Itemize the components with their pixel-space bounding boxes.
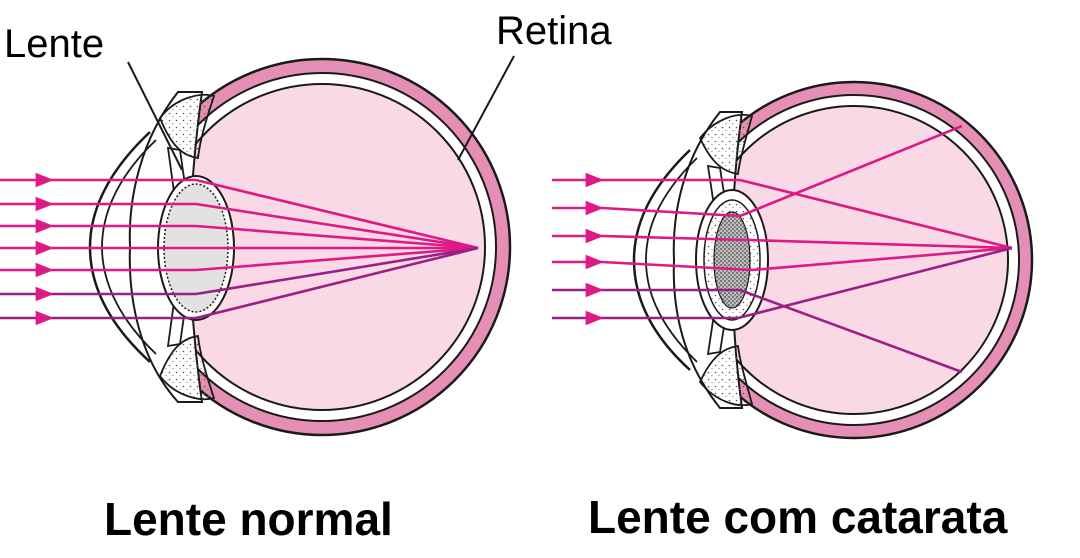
- ray-scattered: [739, 288, 963, 374]
- cornea: [632, 149, 691, 371]
- ray-scattered: [751, 246, 1013, 272]
- ray-refracted: [195, 246, 479, 320]
- ray-scattered: [747, 238, 1013, 250]
- ray-incoming: [601, 206, 741, 218]
- ray-incoming: [601, 234, 749, 242]
- ray-scattered: [739, 178, 1013, 250]
- lens-label: Lente: [4, 22, 104, 66]
- ray-refracted: [195, 246, 479, 272]
- ray-incoming: [601, 260, 753, 272]
- ray-scattered: [737, 246, 1013, 320]
- cataract-eye: [632, 80, 1034, 440]
- ray-scattered: [739, 124, 963, 218]
- cataract-opacity: [713, 211, 751, 309]
- ray-refracted: [195, 224, 479, 250]
- light-rays-cataract: [552, 124, 1013, 374]
- lens-leader-line: [127, 61, 183, 171]
- ciliary-body-lower: [698, 344, 754, 406]
- retina-label: Retina: [496, 9, 612, 53]
- ray-refracted: [195, 178, 479, 250]
- cornea-inner: [645, 157, 698, 363]
- caption-normal: Lente normal: [104, 493, 393, 545]
- ray-refracted: [195, 246, 479, 296]
- light-rays-normal: [0, 172, 479, 326]
- caption-cataract: Lente com catarata: [588, 491, 1008, 543]
- retina-leader-line: [457, 55, 515, 161]
- ciliary-body-upper: [698, 114, 754, 176]
- ray-refracted: [195, 202, 479, 250]
